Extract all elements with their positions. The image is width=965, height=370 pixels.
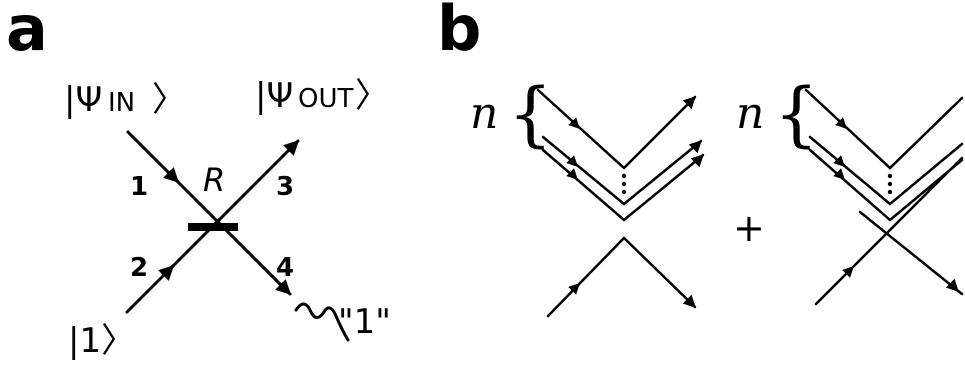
transmit-out-arrow: [945, 278, 960, 293]
ket-in-prefix: |Ψ: [64, 80, 102, 120]
detection-label: "1": [338, 302, 391, 342]
beam-1-arrow: [126, 130, 180, 184]
n-label-right: n: [736, 88, 764, 139]
reflectivity-label: R: [203, 161, 225, 199]
ket-in-suffix: 〉: [152, 80, 186, 120]
ellipsis-dot-1: [621, 173, 627, 179]
panel-b: b n { + n {: [437, 0, 964, 318]
panel-b-label: b: [437, 0, 481, 65]
n-label-left: n: [470, 88, 498, 139]
panel-a-label: a: [6, 0, 48, 65]
vr2-in-arrow: [833, 155, 845, 167]
panel-a: a |Ψ IN 〉 |Ψ OUT 〉 |1〉 1 2 3 4 R "1": [6, 0, 391, 361]
v-path-1: [536, 88, 696, 170]
plus-sign: +: [733, 206, 765, 250]
v3-in-arrow: [566, 168, 578, 180]
cross-path: [546, 236, 696, 318]
transmit-in-arrow: [842, 266, 854, 278]
port-4-label: 4: [276, 253, 294, 283]
v-path-r3: [808, 148, 964, 222]
cross-out-arrow: [682, 294, 697, 309]
v-path-r1: [804, 88, 964, 170]
ellipsis-dot-r3: [887, 189, 893, 195]
transmit-path-up: [814, 156, 964, 306]
brace-right: {: [774, 73, 819, 155]
detector-squiggle-icon: [294, 302, 350, 342]
beam-2-arrow: [125, 264, 175, 314]
ellipsis-dot-3: [621, 189, 627, 195]
v2-in-arrow: [566, 155, 578, 167]
v3-out-arrow: [690, 153, 705, 168]
diagram-left: n {: [470, 73, 705, 318]
ket-out-prefix: |Ψ: [255, 76, 293, 116]
ellipsis-dot-2: [621, 181, 627, 187]
diagram-right: n {: [736, 73, 964, 306]
ket-out-suffix: 〉: [355, 76, 389, 116]
transmit-path-down: [858, 210, 964, 296]
brace-left: {: [508, 73, 553, 155]
v1-in-arrow: [568, 117, 580, 129]
v1-out-arrow: [682, 95, 697, 110]
v2-out-arrow: [688, 139, 703, 154]
ellipsis-dot-r1: [887, 173, 893, 179]
ket-psi-out: |Ψ OUT 〉: [255, 76, 389, 116]
cross-in-arrow: [568, 283, 580, 295]
ket-out-sub: OUT: [298, 84, 353, 114]
ket-psi-in: |Ψ IN 〉: [64, 80, 186, 120]
ellipsis-dot-r2: [887, 181, 893, 187]
vr3-in-arrow: [833, 168, 845, 180]
vr1-in-arrow: [835, 117, 847, 129]
ket-one: |1〉: [68, 321, 135, 361]
ket-in-sub: IN: [108, 88, 135, 118]
beam-4-arrow: [256, 260, 292, 296]
port-3-label: 3: [276, 172, 294, 202]
port-1-label: 1: [130, 172, 148, 202]
beam-2-3: [168, 139, 300, 271]
port-2-label: 2: [130, 253, 148, 283]
